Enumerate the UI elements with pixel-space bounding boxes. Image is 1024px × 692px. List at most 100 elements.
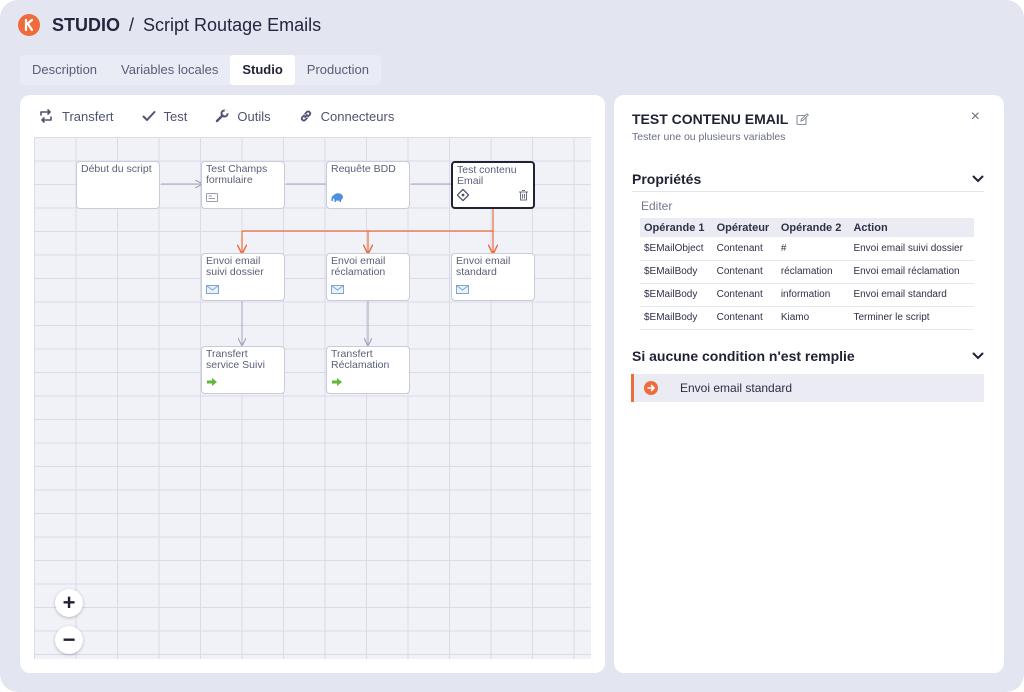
table-cell: Contenant (712, 283, 777, 307)
tab-bar: Description Variables locales Studio Pro… (20, 55, 381, 85)
tools-button[interactable]: Outils (215, 108, 271, 124)
panel-subtitle: Tester une ou plusieurs variables (632, 131, 786, 143)
table-cell: # (776, 237, 850, 261)
node-test-contenu-email[interactable]: Test contenu Email (451, 161, 535, 209)
properties-heading: Propriétés (632, 171, 702, 187)
node-debut-du-script[interactable]: Début du script (76, 161, 160, 209)
tab-variables-locales[interactable]: Variables locales (121, 62, 219, 77)
page-title: Script Routage Emails (143, 14, 322, 35)
node-label: Envoi email réclamation (331, 255, 386, 278)
transfer-label: Transfert (62, 108, 114, 124)
table-cell: Contenant (712, 260, 777, 284)
node-envoi-email-standard[interactable]: Envoi email standard (451, 253, 535, 301)
minus-icon: − (62, 627, 76, 652)
node-envoi-email-reclamation[interactable]: Envoi email réclamation (326, 253, 410, 301)
node-envoi-email-suivi-dossier[interactable]: Envoi email suivi dossier (201, 253, 285, 301)
column-header: Action (849, 218, 974, 237)
column-header: Opérateur (712, 218, 777, 237)
table-cell: Contenant (712, 237, 777, 261)
table-row[interactable]: $EMailObject Contenant # Envoi email sui… (640, 237, 974, 261)
table-cell: réclamation (776, 260, 850, 284)
flow-editor-panel: Transfert Test Outils (20, 95, 605, 673)
node-transfert-service-suivi[interactable]: Transfert service Suivi (201, 346, 285, 394)
node-label: Requête BDD (331, 163, 396, 175)
tab-studio[interactable]: Studio (230, 55, 295, 85)
table-cell: $EMailObject (640, 237, 713, 261)
app-header: STUDIO / Script Routage Emails (18, 12, 321, 38)
properties-panel: TEST CONTENU EMAIL × Tester une ou plusi… (614, 95, 1004, 673)
fallback-section-toggle[interactable]: Si aucune condition n'est remplie (632, 345, 984, 367)
arrow-right-icon (206, 377, 218, 390)
condition-icon (456, 188, 470, 204)
node-requete-bdd[interactable]: Requête BDD (326, 161, 410, 209)
elephant-icon (331, 192, 344, 205)
table-header-row: Opérande 1 Opérateur Opérande 2 Action (640, 218, 974, 237)
node-label: Test Champs formulaire (206, 163, 268, 186)
close-button[interactable]: × (970, 108, 980, 125)
plus-icon: + (62, 590, 76, 615)
kiamo-logo-icon (18, 14, 40, 36)
link-icon (300, 110, 311, 122)
table-cell: Terminer le script (849, 306, 974, 330)
check-icon (142, 111, 156, 121)
table-cell: $EMailBody (640, 306, 713, 330)
flow-connectors (161, 137, 591, 659)
chevron-down-icon (972, 352, 984, 360)
fallback-action-label: Envoi email standard (680, 381, 793, 395)
chevron-down-icon (972, 175, 984, 183)
node-label: Transfert Réclamation (331, 348, 390, 371)
table-cell: Envoi email réclamation (849, 260, 974, 284)
fallback-heading: Si aucune condition n'est remplie (632, 348, 855, 364)
zoom-out-button[interactable]: − (55, 626, 83, 654)
node-label: Test contenu Email (457, 164, 517, 187)
tab-description[interactable]: Description (32, 62, 98, 77)
table-row[interactable]: $EMailBody Contenant information Envoi e… (640, 283, 974, 307)
node-label: Envoi email suivi dossier (206, 255, 264, 278)
tab-production[interactable]: Production (306, 62, 369, 77)
node-label: Transfert service Suivi (206, 348, 265, 371)
table-cell: Kiamo (776, 306, 850, 330)
conditions-table: Opérande 1 Opérateur Opérande 2 Action $… (640, 218, 974, 330)
node-test-champs-formulaire[interactable]: Test Champs formulaire (201, 161, 285, 209)
node-label: Envoi email standard (456, 255, 511, 278)
transfer-icon (40, 109, 52, 123)
email-icon (331, 285, 344, 297)
table-row[interactable]: $EMailBody Contenant Kiamo Terminer le s… (640, 306, 974, 330)
test-label: Test (163, 108, 188, 124)
table-cell: $EMailBody (640, 260, 713, 284)
table-cell: Envoi email suivi dossier (849, 237, 974, 261)
table-row[interactable]: $EMailBody Contenant réclamation Envoi e… (640, 260, 974, 284)
table-cell: information (776, 283, 850, 307)
node-label: Début du script (81, 163, 152, 175)
app-name: STUDIO (52, 14, 121, 35)
connectors-label: Connecteurs (320, 108, 395, 124)
arrow-circle-right-icon (644, 381, 658, 395)
breadcrumb-separator: / (129, 14, 135, 35)
connectors-button[interactable]: Connecteurs (299, 108, 395, 124)
fallback-action[interactable]: Envoi email standard (631, 374, 984, 402)
email-icon (206, 285, 219, 297)
transfer-button[interactable]: Transfert (38, 109, 114, 124)
column-header: Opérande 1 (640, 218, 713, 237)
section-divider (632, 191, 984, 192)
edit-icon[interactable] (796, 112, 810, 126)
form-icon (206, 193, 218, 205)
edit-link[interactable]: Editer (641, 199, 673, 213)
zoom-in-button[interactable]: + (55, 589, 83, 617)
table-cell: Contenant (712, 306, 777, 330)
properties-section-toggle[interactable]: Propriétés (632, 168, 984, 190)
table-cell: Envoi email standard (849, 283, 974, 307)
panel-title: TEST CONTENU EMAIL (632, 111, 810, 127)
trash-icon[interactable] (518, 189, 529, 204)
editor-toolbar: Transfert Test Outils (38, 107, 422, 125)
email-icon (456, 285, 469, 297)
flow-canvas[interactable]: Début du script Test Champs formulaire R… (34, 137, 591, 659)
arrow-right-icon (331, 377, 343, 390)
table-cell: $EMailBody (640, 283, 713, 307)
column-header: Opérande 2 (776, 218, 850, 237)
tools-label: Outils (237, 108, 271, 124)
node-transfert-reclamation[interactable]: Transfert Réclamation (326, 346, 410, 394)
wrench-icon (216, 109, 230, 123)
test-button[interactable]: Test (142, 108, 188, 124)
